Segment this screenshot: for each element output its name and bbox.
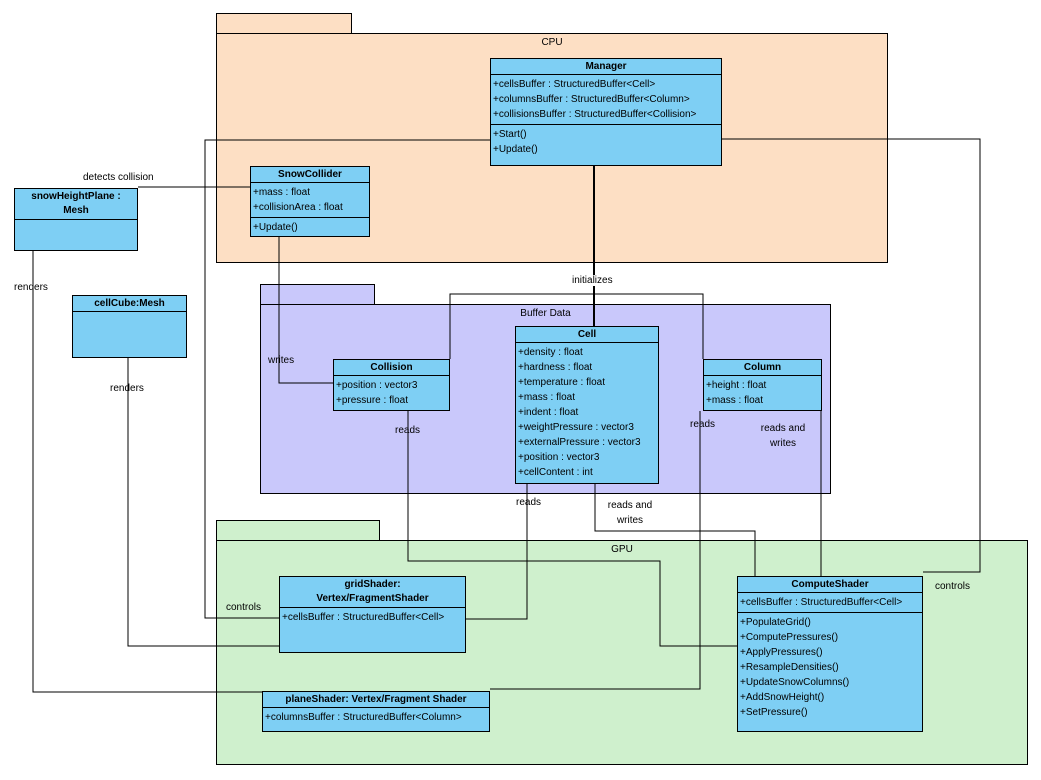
reads-column-label: reads — [690, 419, 716, 430]
reads-cell-label: reads — [516, 497, 542, 508]
cell-attribute: +position : vector3 — [518, 452, 600, 463]
column-class-name: Column — [704, 360, 821, 376]
reads-writes-column-label: reads and writes — [752, 421, 814, 451]
grid-shader-object[interactable]: gridShader: Vertex/FragmentShader +cells… — [279, 576, 466, 653]
cell-attributes: +density : float +hardness : float +temp… — [516, 343, 658, 482]
compute-shader-operations: +PopulateGrid() +ComputePressures() +App… — [738, 613, 922, 722]
snow-height-plane-name: snowHeightPlane : Mesh — [15, 189, 137, 220]
grid-shader-name-line1: gridShader: — [344, 579, 401, 590]
column-attributes: +height : float +mass : float — [704, 376, 821, 410]
cell-attribute: +weightPressure : vector3 — [518, 422, 634, 433]
collision-attributes: +position : vector3 +pressure : float — [334, 376, 449, 410]
cell-attribute: +temperature : float — [518, 377, 605, 388]
snow-collider-attributes: +mass : float +collisionArea : float — [251, 183, 369, 218]
buffer-data-package-tab — [260, 284, 375, 306]
snow-collider-class[interactable]: SnowCollider +mass : float +collisionAre… — [250, 166, 370, 237]
collision-attribute: +position : vector3 — [336, 380, 418, 391]
collision-class-name: Collision — [334, 360, 449, 376]
manager-class[interactable]: Manager +cellsBuffer : StructuredBuffer<… — [490, 58, 722, 166]
manager-operation: +Update() — [493, 144, 538, 155]
writes-label: writes — [268, 355, 295, 366]
compute-shader-attribute: +cellsBuffer : StructuredBuffer<Cell> — [740, 597, 903, 608]
compute-shader-class[interactable]: ComputeShader +cellsBuffer : StructuredB… — [737, 576, 923, 732]
detects-collision-label: detects collision — [83, 172, 154, 183]
plane-shader-attribute: +columnsBuffer : StructuredBuffer<Column… — [265, 712, 462, 723]
snow-collider-attribute: +collisionArea : float — [253, 202, 343, 213]
snow-collider-attribute: +mass : float — [253, 187, 310, 198]
controls-right-label: controls — [935, 581, 971, 592]
reads-writes-column-label-line1: reads and — [760, 423, 806, 434]
plane-shader-name: planeShader: Vertex/Fragment Shader — [263, 692, 489, 708]
grid-shader-name: gridShader: Vertex/FragmentShader — [280, 577, 465, 608]
compute-shader-operation: +ComputePressures() — [740, 632, 839, 643]
manager-operations: +Start() +Update() — [491, 125, 721, 159]
cell-cube-name: cellCube:Mesh — [73, 296, 186, 312]
cpu-package-name: CPU — [541, 37, 563, 48]
column-class[interactable]: Column +height : float +mass : float — [703, 359, 822, 411]
collision-class[interactable]: Collision +position : vector3 +pressure … — [333, 359, 450, 411]
grid-shader-name-line2: Vertex/FragmentShader — [316, 593, 429, 604]
column-attribute: +mass : float — [706, 395, 763, 406]
cell-class[interactable]: Cell +density : float +hardness : float … — [515, 326, 659, 484]
compute-shader-operation: +UpdateSnowColumns() — [740, 677, 850, 688]
gpu-package-name: GPU — [611, 544, 633, 555]
compute-shader-class-name: ComputeShader — [738, 577, 922, 593]
compute-shader-operation: +PopulateGrid() — [740, 617, 811, 628]
snow-height-plane-name-line2: Mesh — [63, 205, 89, 216]
cpu-package-tab — [216, 13, 352, 35]
reads-writes-cell-label-line1: reads and — [607, 500, 653, 511]
reads-writes-column-label-line2: writes — [769, 438, 797, 449]
plane-shader-attributes: +columnsBuffer : StructuredBuffer<Column… — [263, 708, 489, 727]
manager-operation: +Start() — [493, 129, 527, 140]
manager-attribute: +columnsBuffer : StructuredBuffer<Column… — [493, 94, 690, 105]
compute-shader-operation: +ApplyPressures() — [740, 647, 823, 658]
compute-shader-operation: +SetPressure() — [740, 707, 808, 718]
gpu-package-tab — [216, 520, 380, 542]
snow-height-plane-object[interactable]: snowHeightPlane : Mesh — [14, 188, 138, 251]
manager-attribute: +collisionsBuffer : StructuredBuffer<Col… — [493, 109, 697, 120]
cell-class-name: Cell — [516, 327, 658, 343]
cell-attribute: +density : float — [518, 347, 583, 358]
cell-attribute: +mass : float — [518, 392, 575, 403]
cell-attribute: +hardness : float — [518, 362, 593, 373]
renders-plane-label: renders — [14, 282, 48, 293]
controls-left-label: controls — [226, 602, 262, 613]
plane-shader-object[interactable]: planeShader: Vertex/Fragment Shader +col… — [262, 691, 490, 732]
snow-collider-operations: +Update() — [251, 218, 369, 237]
cell-attribute: +cellContent : int — [518, 467, 593, 478]
initializes-label: initializes — [571, 275, 614, 286]
cell-attribute: +externalPressure : vector3 — [518, 437, 641, 448]
compute-shader-operation: +AddSnowHeight() — [740, 692, 825, 703]
compute-shader-attributes: +cellsBuffer : StructuredBuffer<Cell> — [738, 593, 922, 613]
grid-shader-attribute: +cellsBuffer : StructuredBuffer<Cell> — [282, 612, 445, 623]
compute-shader-operation: +ResampleDensities() — [740, 662, 839, 673]
column-attribute: +height : float — [706, 380, 767, 391]
cell-cube-object[interactable]: cellCube:Mesh — [72, 295, 187, 358]
reads-collision-label: reads — [395, 425, 421, 436]
grid-shader-attributes: +cellsBuffer : StructuredBuffer<Cell> — [280, 608, 465, 627]
snow-collider-class-name: SnowCollider — [251, 167, 369, 183]
manager-attribute: +cellsBuffer : StructuredBuffer<Cell> — [493, 79, 656, 90]
buffer-data-package-name: Buffer Data — [520, 308, 571, 319]
collision-attribute: +pressure : float — [336, 395, 408, 406]
reads-writes-cell-label-line2: writes — [616, 515, 644, 526]
renders-cube-label: renders — [110, 383, 144, 394]
snow-collider-operation: +Update() — [253, 222, 298, 233]
cell-attribute: +indent : float — [518, 407, 579, 418]
manager-class-name: Manager — [491, 59, 721, 75]
manager-attributes: +cellsBuffer : StructuredBuffer<Cell> +c… — [491, 75, 721, 125]
reads-writes-cell-label: reads and writes — [599, 498, 661, 528]
snow-height-plane-name-line1: snowHeightPlane : — [31, 191, 121, 202]
